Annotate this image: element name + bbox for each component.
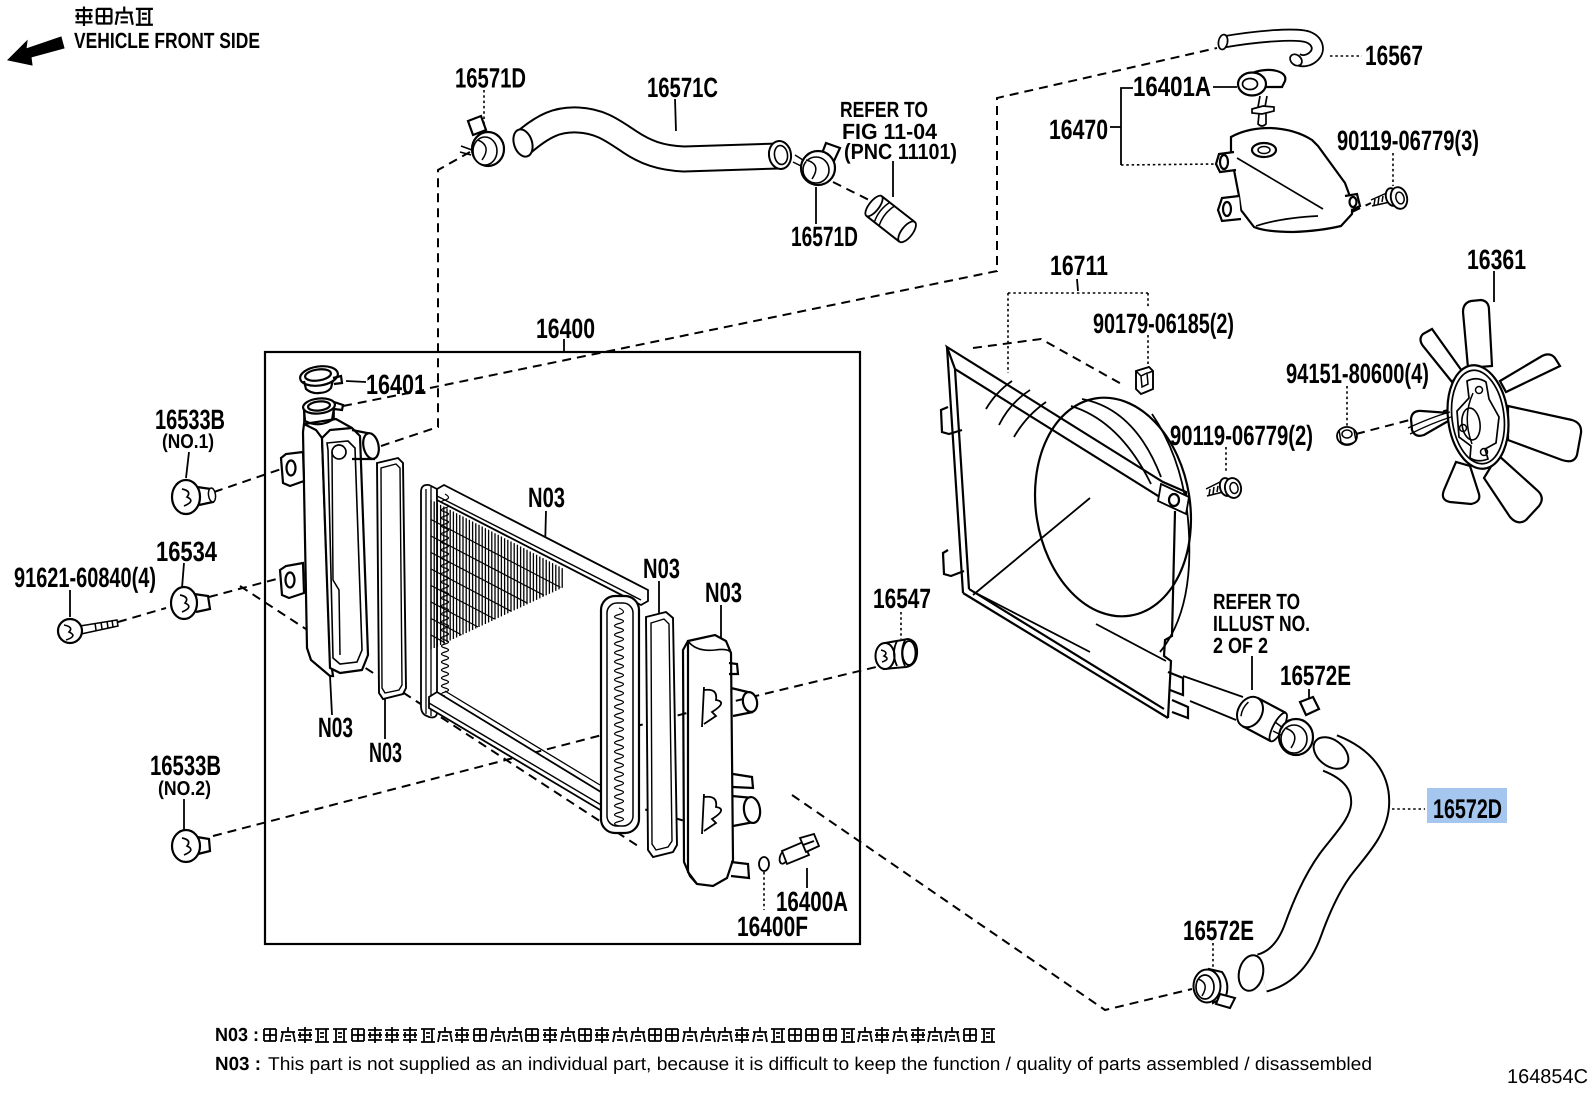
svg-text:90119-06779(3): 90119-06779(3) bbox=[1337, 125, 1479, 156]
svg-text:N03 :: N03 : bbox=[215, 1054, 261, 1075]
svg-text:94151-80600(4): 94151-80600(4) bbox=[1286, 358, 1429, 389]
svg-text:VEHICLE FRONT SIDE: VEHICLE FRONT SIDE bbox=[74, 28, 260, 53]
svg-text:ILLUST NO.: ILLUST NO. bbox=[1213, 611, 1310, 636]
svg-text:90119-06779(2): 90119-06779(2) bbox=[1170, 420, 1313, 451]
svg-text:164854C: 164854C bbox=[1507, 1066, 1588, 1088]
svg-text:16547: 16547 bbox=[873, 583, 931, 614]
svg-text:16571D: 16571D bbox=[791, 221, 858, 252]
svg-text:REFER TO: REFER TO bbox=[840, 97, 928, 122]
svg-text:16572E: 16572E bbox=[1183, 915, 1254, 946]
svg-text:This part is not supplied as a: This part is not supplied as an individu… bbox=[268, 1053, 1372, 1074]
svg-text:16361: 16361 bbox=[1467, 244, 1526, 275]
svg-text:16572E: 16572E bbox=[1280, 660, 1351, 691]
svg-text:N03: N03 bbox=[705, 577, 742, 608]
svg-text:N03: N03 bbox=[528, 482, 565, 513]
svg-text:16401: 16401 bbox=[366, 369, 426, 400]
svg-text:(NO.1): (NO.1) bbox=[162, 431, 214, 453]
svg-text:16567: 16567 bbox=[1365, 40, 1423, 71]
svg-text:REFER TO: REFER TO bbox=[1213, 589, 1300, 614]
svg-text:N03: N03 bbox=[643, 553, 680, 584]
svg-text:FIG 11-04: FIG 11-04 bbox=[842, 119, 938, 144]
svg-text:16400: 16400 bbox=[536, 313, 595, 344]
svg-text:16400A: 16400A bbox=[776, 886, 848, 917]
svg-text:16533B: 16533B bbox=[155, 404, 225, 435]
svg-text:N03 :: N03 : bbox=[215, 1025, 259, 1046]
svg-text:16470: 16470 bbox=[1049, 114, 1108, 145]
svg-text:N03: N03 bbox=[369, 737, 402, 768]
svg-text:16400F: 16400F bbox=[737, 911, 808, 942]
svg-text:2 OF 2: 2 OF 2 bbox=[1213, 633, 1268, 658]
svg-text:16534: 16534 bbox=[156, 536, 217, 567]
svg-text:16572D: 16572D bbox=[1433, 794, 1502, 824]
svg-text:91621-60840(4): 91621-60840(4) bbox=[14, 562, 156, 593]
svg-text:16401A: 16401A bbox=[1133, 71, 1211, 102]
svg-text:16711: 16711 bbox=[1050, 250, 1108, 281]
svg-text:N03: N03 bbox=[318, 712, 353, 743]
svg-text:16571D: 16571D bbox=[455, 63, 526, 94]
svg-text:16533B: 16533B bbox=[150, 750, 221, 781]
svg-text:16571C: 16571C bbox=[647, 72, 718, 103]
svg-text:(PNC 11101): (PNC 11101) bbox=[844, 139, 957, 164]
svg-text:(NO.2): (NO.2) bbox=[158, 778, 211, 800]
svg-text:90179-06185(2): 90179-06185(2) bbox=[1093, 308, 1234, 339]
